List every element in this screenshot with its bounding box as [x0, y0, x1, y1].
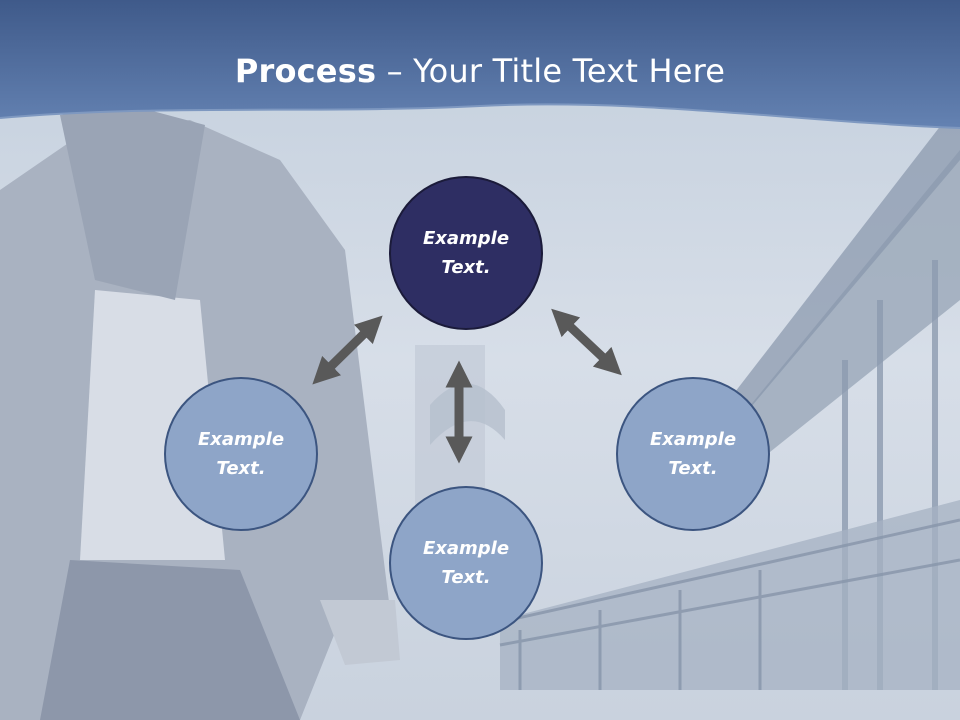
title-bold: Process	[234, 52, 377, 90]
process-node-bottom: Example Text.	[389, 486, 543, 640]
title-rest: – Your Title Text Here	[376, 52, 726, 90]
node-top-label: Example Text.	[422, 228, 510, 278]
slide-title: Process – Your Title Text Here	[0, 52, 960, 90]
node-right-label: Example Text.	[649, 429, 737, 479]
process-node-top: Example Text.	[389, 176, 543, 330]
node-bottom-label: Example Text.	[422, 538, 510, 588]
node-left-label: Example Text.	[197, 429, 285, 479]
arrow-top-left	[312, 315, 383, 385]
arrow-top-right	[551, 308, 622, 376]
process-node-right: Example Text.	[616, 377, 770, 531]
process-node-left: Example Text.	[164, 377, 318, 531]
